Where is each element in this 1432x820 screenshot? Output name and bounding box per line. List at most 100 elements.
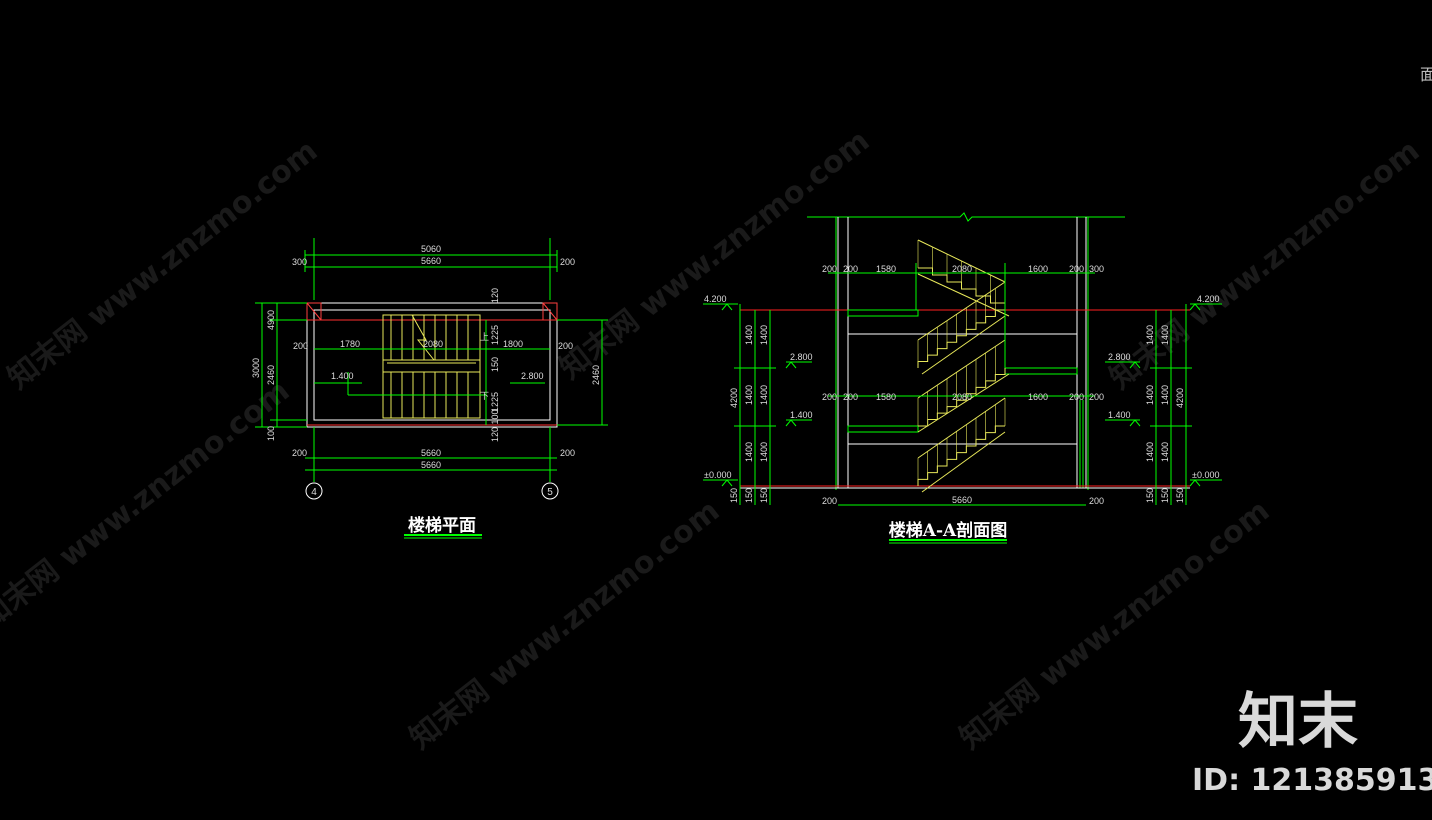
section-right-bottom-2: 150 [1175,488,1185,503]
section-right-inner-0: 1400 [1145,325,1155,345]
section-dim-r2-6: 200 [1089,392,1104,402]
section-dim-r2-3: 2080 [952,392,972,402]
section-title: 楼梯A-A剖面图 [889,520,1007,541]
section-dim-r2-0: 200 [822,392,837,402]
plan-dim-left-bottom: 100 [266,426,276,441]
section-right-total: 4200 [1175,388,1185,408]
image-id-label: ID: 1213859136 [1192,763,1432,798]
section-left-bottom-0: 150 [729,488,739,503]
plan-left-dimensions [255,302,307,428]
section-flight-1 [917,425,1005,486]
plan-level-left: 1.400 [331,371,354,381]
section-level-left-upper: 2.800 [790,352,813,362]
section-right-bottom-1: 150 [1160,488,1170,503]
watermark-text-3: 知末网 www.znzmo.com [1103,133,1426,396]
section-top-break-line [807,212,1125,222]
plan-walls [306,302,558,428]
section-flight-4-soffit [917,273,1010,317]
plan-dim-run-right: 1800 [503,339,523,349]
svg-text:5: 5 [547,487,553,498]
watermark-layer: 知末网 www.znzmo.com 知末网 www.znzmo.com 知末网 … [0,123,1426,756]
stair-section-view: 200 200 1580 2080 1600 200 300 200 200 1… [703,212,1222,544]
plan-break-line [411,314,435,361]
section-left-inner-1: 1400 [744,385,754,405]
watermark-text-1: 知末网 www.znzmo.com [1,133,324,396]
plan-dim-left-200: 200 [293,341,308,351]
section-stair-flights [917,239,1010,493]
plan-dim-run-mid: 2080 [423,339,443,349]
section-flight-2-soffit [917,373,1010,433]
section-dim-r1-1: 200 [843,264,858,274]
section-dim-r2-4: 1600 [1028,392,1048,402]
section-left-outer-1: 1400 [759,385,769,405]
section-dim-r1-4: 1600 [1028,264,1048,274]
plan-dim-left-mid: 2460 [266,365,276,385]
section-left-inner-0: 1400 [744,325,754,345]
corner-partial-text: 面 [1420,65,1432,84]
plan-dim-left-top: 4900 [266,310,276,330]
plan-dim-v4: 120 100 [490,409,500,442]
section-dim-r2-1: 200 [843,392,858,402]
section-level-right-top: 4.200 [1197,294,1220,304]
svg-text:4: 4 [311,487,317,498]
section-dim-bottom: 5660 [952,495,972,505]
section-right-outer-1: 1400 [1160,385,1170,405]
section-dim-r2-5: 200 [1069,392,1084,402]
section-flight-3-soffit [921,315,1006,375]
section-horizontal-dimensions [828,263,1095,506]
plan-dim-v2: 150 [490,357,500,372]
section-right-outer-2: 1400 [1160,442,1170,462]
brand-logo-text: 知末 [1238,687,1358,757]
plan-dim-top-outer: 5060 [421,244,441,254]
plan-dim-right-total: 2460 [591,365,601,385]
section-right-inner-1: 1400 [1145,385,1155,405]
plan-right-dimensions [557,319,608,426]
stair-plan-view: 5060 5660 300 200 [251,238,608,539]
section-left-bottom-2: 150 [759,488,769,503]
section-floor-lines [740,333,1190,489]
plan-dim-bottom-left: 200 [292,448,307,458]
section-level-left-top: 4.200 [704,294,727,304]
plan-arrow-up: 上 [480,332,489,342]
plan-dim-top-right: 200 [560,257,575,267]
plan-dim-top-inner: 5660 [421,256,441,266]
plan-tread-lines [390,315,469,418]
section-level-markers [703,303,1222,487]
section-left-bottom-1: 150 [744,488,754,503]
section-level-lines [740,309,1190,487]
section-flight-3-handrail [917,281,1006,341]
section-flight-1-soffit [921,431,1006,493]
watermark-text-4: 知末网 www.znzmo.com [0,373,296,636]
section-wall-edges [835,217,1089,490]
plan-level-right: 2.800 [521,371,544,381]
plan-dim-bottom-right: 200 [560,448,575,458]
section-left-inner-2: 1400 [744,442,754,462]
plan-axis-bubble-4: 4 [305,482,323,500]
section-left-outer-0: 1400 [759,325,769,345]
section-right-vertical-dimensions [1150,304,1192,505]
section-level-right-ground: ±0.000 [1192,470,1219,480]
section-right-bottom-0: 150 [1145,488,1155,503]
section-walls [837,217,1087,488]
section-dim-r1-6: 300 [1089,264,1104,274]
section-level-left-ground: ±0.000 [704,470,731,480]
section-level-right-upper: 2.800 [1108,352,1131,362]
plan-dim-v3: 1225 [490,392,500,412]
plan-dim-right-200: 200 [558,341,573,351]
section-left-vertical-dimensions [734,304,776,505]
section-dim-r1-0: 200 [822,264,837,274]
plan-stair-treads [382,314,481,419]
section-landings [847,309,1078,433]
plan-inner-dimensions [314,320,550,425]
section-left-total: 4200 [729,388,739,408]
section-dim-bottom-right: 200 [1089,496,1104,506]
plan-top-dimensions [304,238,558,300]
section-dim-r1-2: 1580 [876,264,896,274]
plan-dim-top-left: 300 [292,257,307,267]
plan-arrow-down: 下 [480,391,489,401]
section-dim-bottom-left: 200 [822,496,837,506]
plan-dim-bottom-inner: 5660 [421,448,441,458]
section-flight-1-handrail [917,397,1006,459]
section-left-outer-2: 1400 [759,442,769,462]
section-right-inner-2: 1400 [1145,442,1155,462]
